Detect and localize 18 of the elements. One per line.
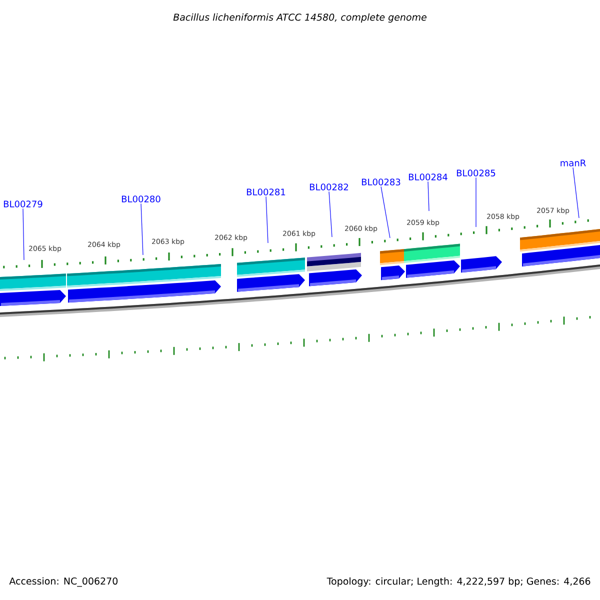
gene-label: BL00280 (122, 196, 160, 202)
gene-label: BL00279 (4, 200, 42, 208)
title: Bacillus licheniformis ATCC 14580, complete genome (173, 13, 426, 23)
leader-line (140, 203, 144, 256)
leader-line (328, 191, 332, 238)
leader-line (266, 196, 268, 244)
gene-label: BL00283 (362, 178, 400, 186)
gene-label: BL00284 (408, 174, 448, 180)
gene-label: BL00281 (246, 188, 286, 196)
leader-line (380, 186, 390, 238)
footer-text: Accession: NC_006270 (9, 577, 118, 587)
footer-text: Topology: circular; Length: 4,222,597 bp; Genes: 4,266 (326, 577, 590, 587)
gene-label: BL00285 (456, 170, 496, 176)
gene-label: manR (560, 160, 586, 166)
leader-line (22, 208, 24, 260)
leader-line (572, 167, 580, 218)
leader-line (428, 181, 430, 212)
gene-label: BL00282 (310, 184, 348, 190)
